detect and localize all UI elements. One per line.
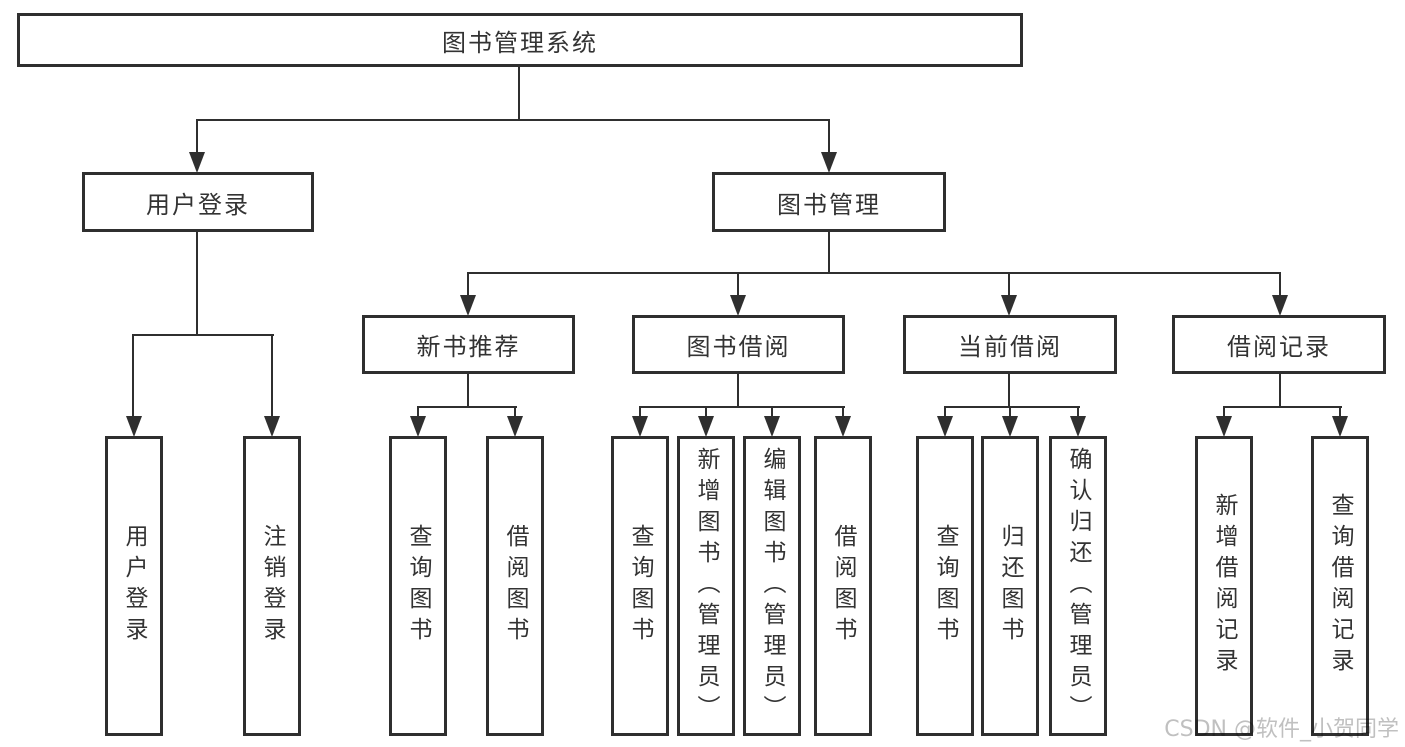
arrow-down-icon bbox=[1272, 295, 1288, 316]
node-borrow-records: 借阅记录 bbox=[1172, 315, 1386, 374]
arrow-down-icon bbox=[821, 152, 837, 173]
leaf-edit-book-admin: 编辑图书（管理员） bbox=[743, 436, 801, 736]
connector-line bbox=[1008, 374, 1010, 408]
leaf-return-book: 归还图书 bbox=[981, 436, 1039, 736]
arrow-down-icon bbox=[410, 416, 426, 437]
arrow-down-icon bbox=[835, 416, 851, 437]
connector-line bbox=[639, 406, 641, 418]
arrow-down-icon bbox=[698, 416, 714, 437]
connector-line bbox=[842, 406, 844, 418]
connector-line bbox=[417, 406, 419, 418]
connector-line bbox=[132, 334, 134, 418]
connector-line bbox=[467, 272, 1281, 274]
arrow-down-icon bbox=[1070, 416, 1086, 437]
arrow-down-icon bbox=[632, 416, 648, 437]
connector-line bbox=[196, 119, 198, 155]
node-book-management: 图书管理 bbox=[712, 172, 946, 232]
leaf-query-books-borrow: 查询图书 bbox=[611, 436, 669, 736]
leaf-add-borrow-record: 新增借阅记录 bbox=[1195, 436, 1253, 736]
connector-line bbox=[518, 67, 520, 120]
leaf-user-login: 用户登录 bbox=[105, 436, 163, 736]
connector-line bbox=[705, 406, 707, 418]
arrow-down-icon bbox=[126, 416, 142, 437]
arrow-down-icon bbox=[1332, 416, 1348, 437]
arrow-down-icon bbox=[460, 295, 476, 316]
arrow-down-icon bbox=[189, 152, 205, 173]
node-book-borrow: 图书借阅 bbox=[632, 315, 845, 374]
connector-line bbox=[1077, 406, 1079, 418]
connector-line bbox=[271, 334, 273, 418]
leaf-borrow-books: 借阅图书 bbox=[814, 436, 872, 736]
node-library-system: 图书管理系统 bbox=[17, 13, 1023, 67]
connector-line bbox=[132, 334, 274, 336]
node-current-borrow: 当前借阅 bbox=[903, 315, 1117, 374]
arrow-down-icon bbox=[507, 416, 523, 437]
connector-line bbox=[737, 374, 739, 408]
leaf-borrow-books-recommend: 借阅图书 bbox=[486, 436, 544, 736]
leaf-query-books-recommend: 查询图书 bbox=[389, 436, 447, 736]
connector-line bbox=[639, 406, 845, 408]
arrow-down-icon bbox=[1216, 416, 1232, 437]
connector-line bbox=[828, 232, 830, 274]
arrow-down-icon bbox=[264, 416, 280, 437]
connector-line bbox=[417, 406, 517, 408]
connector-line bbox=[1009, 406, 1011, 418]
connector-line bbox=[737, 272, 739, 297]
connector-line bbox=[467, 272, 469, 297]
connector-line bbox=[771, 406, 773, 418]
leaf-confirm-return-admin: 确认归还（管理员） bbox=[1049, 436, 1107, 736]
watermark: CSDN @软件_小贺同学 bbox=[1164, 717, 1399, 742]
leaf-logout: 注销登录 bbox=[243, 436, 301, 736]
connector-line bbox=[1279, 374, 1281, 408]
node-user-login: 用户登录 bbox=[82, 172, 314, 232]
connector-line bbox=[514, 406, 516, 418]
connector-line bbox=[1279, 272, 1281, 297]
connector-line bbox=[1223, 406, 1225, 418]
arrow-down-icon bbox=[764, 416, 780, 437]
connector-line bbox=[944, 406, 1080, 408]
connector-line bbox=[944, 406, 946, 418]
connector-line bbox=[467, 374, 469, 408]
arrow-down-icon bbox=[937, 416, 953, 437]
connector-line bbox=[828, 119, 830, 155]
arrow-down-icon bbox=[1002, 416, 1018, 437]
connector-line bbox=[1008, 272, 1010, 297]
node-new-book-recommend: 新书推荐 bbox=[362, 315, 575, 374]
arrow-down-icon bbox=[1001, 295, 1017, 316]
arrow-down-icon bbox=[730, 295, 746, 316]
connector-line bbox=[1339, 406, 1341, 418]
leaf-add-book-admin: 新增图书（管理员） bbox=[677, 436, 735, 736]
connector-line bbox=[196, 232, 198, 336]
connector-line bbox=[196, 119, 830, 121]
leaf-query-borrow-record: 查询借阅记录 bbox=[1311, 436, 1369, 736]
connector-line bbox=[1223, 406, 1342, 408]
leaf-query-books-current: 查询图书 bbox=[916, 436, 974, 736]
